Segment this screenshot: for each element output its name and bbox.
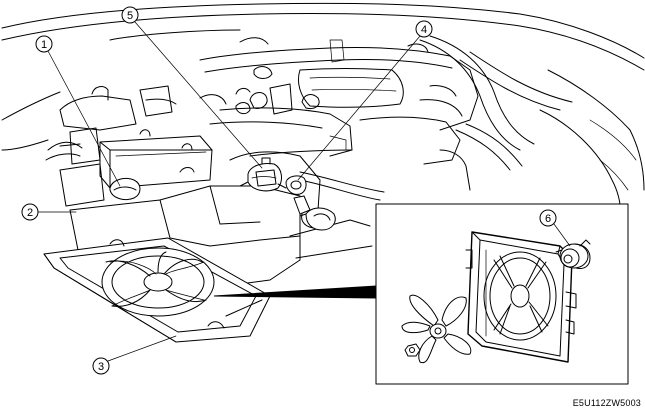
cooling-fan-assembly [43, 237, 271, 343]
callout-6-leader [553, 223, 571, 247]
fan-blade [401, 294, 472, 364]
fan-detail-inset: 6 [375, 203, 629, 385]
hoses-and-wiring [249, 35, 573, 201]
callout-6-label: 6 [545, 213, 551, 225]
callout-1-leader [47, 50, 121, 187]
callout-2: 2 [21, 203, 77, 221]
callout-3: 3 [92, 335, 177, 375]
callout-1-circle [35, 35, 53, 53]
water-outlet [285, 175, 336, 231]
thermostat-housing [239, 157, 287, 192]
callout-1-label: 1 [41, 39, 47, 51]
callout-1: 1 [35, 35, 121, 187]
fan-nut [404, 343, 421, 357]
engine-block [199, 37, 479, 191]
callout-5-leader [134, 21, 263, 169]
callout-5-circle [121, 6, 139, 24]
inset-frame [375, 203, 629, 385]
vehicle-body-outline [1, 2, 645, 226]
callout-4-circle [415, 20, 433, 38]
callout-4-label: 4 [421, 24, 427, 36]
figure-code: E5U112ZW5003 [572, 398, 641, 408]
fan-motor [555, 239, 591, 269]
callout-4-leader [297, 35, 421, 181]
callout-3-circle [92, 357, 110, 375]
reservoir-cap [109, 177, 141, 201]
callout-6-circle [539, 209, 557, 227]
callout-3-leader [107, 335, 177, 362]
callout-5: 5 [121, 6, 263, 169]
callout-5-label: 5 [127, 10, 133, 22]
fan-shroud [465, 231, 577, 363]
callout-6: 6 [539, 209, 571, 247]
callout-4: 4 [297, 20, 433, 181]
callout-3-label: 3 [98, 361, 104, 373]
callout-2-label: 2 [27, 207, 33, 219]
reservoir-and-battery-area [45, 85, 227, 207]
